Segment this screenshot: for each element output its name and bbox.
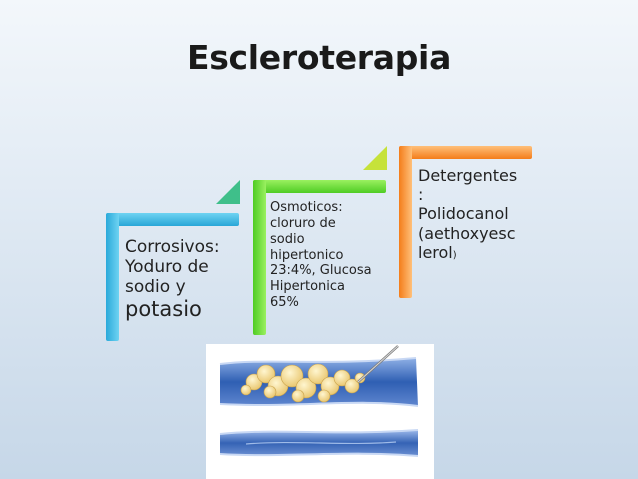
step-1-line: sodio y [125, 277, 186, 298]
step-1-line: Corrosivos: [125, 237, 220, 257]
vein-sclerotherapy-illustration-icon [206, 344, 434, 479]
step-1-bar-left [106, 213, 119, 341]
step-3-bar-top [399, 146, 532, 159]
step-3-last-main: lerol [418, 242, 453, 262]
step-1-bar-top [106, 213, 239, 226]
step-1-big-line: potasio [125, 297, 202, 322]
step-arrow-1-icon [216, 180, 240, 204]
step-2-line: sodio [270, 231, 305, 247]
step-2-line: hipertonico [270, 247, 344, 263]
step-3-line: Detergentes [418, 166, 518, 185]
step-2-bar-left [253, 180, 266, 335]
step-3-text: Detergentes : Polidocanol (aethoxyesc le… [418, 166, 534, 262]
step-2-line: 65% [270, 295, 299, 311]
step-3-last-line: lerol) [418, 243, 534, 262]
step-3-line: (aethoxyesc [418, 223, 516, 243]
step-3-line: Polidocanol [418, 204, 509, 224]
step-2-bar-top [253, 180, 386, 193]
step-2-line: Hipertonica [270, 279, 345, 295]
step-2-line: cloruro de [270, 215, 336, 231]
step-2-line: 23:4%, Glucosa [270, 263, 372, 279]
step-arrow-2-icon [363, 146, 387, 170]
step-3-last-small: ) [452, 249, 457, 261]
step-2-text: Osmoticos: cloruro de sodio hipertonico … [270, 200, 382, 311]
step-2-line: Osmoticos: [270, 200, 343, 215]
step-3-bar-left [399, 146, 412, 298]
step-3-line: : [418, 185, 424, 205]
step-1-text: Corrosivos: Yoduro de sodio y potasio [125, 237, 241, 322]
step-1-line: Yoduro de [125, 257, 209, 278]
slide-title: Escleroterapia [186, 38, 452, 77]
